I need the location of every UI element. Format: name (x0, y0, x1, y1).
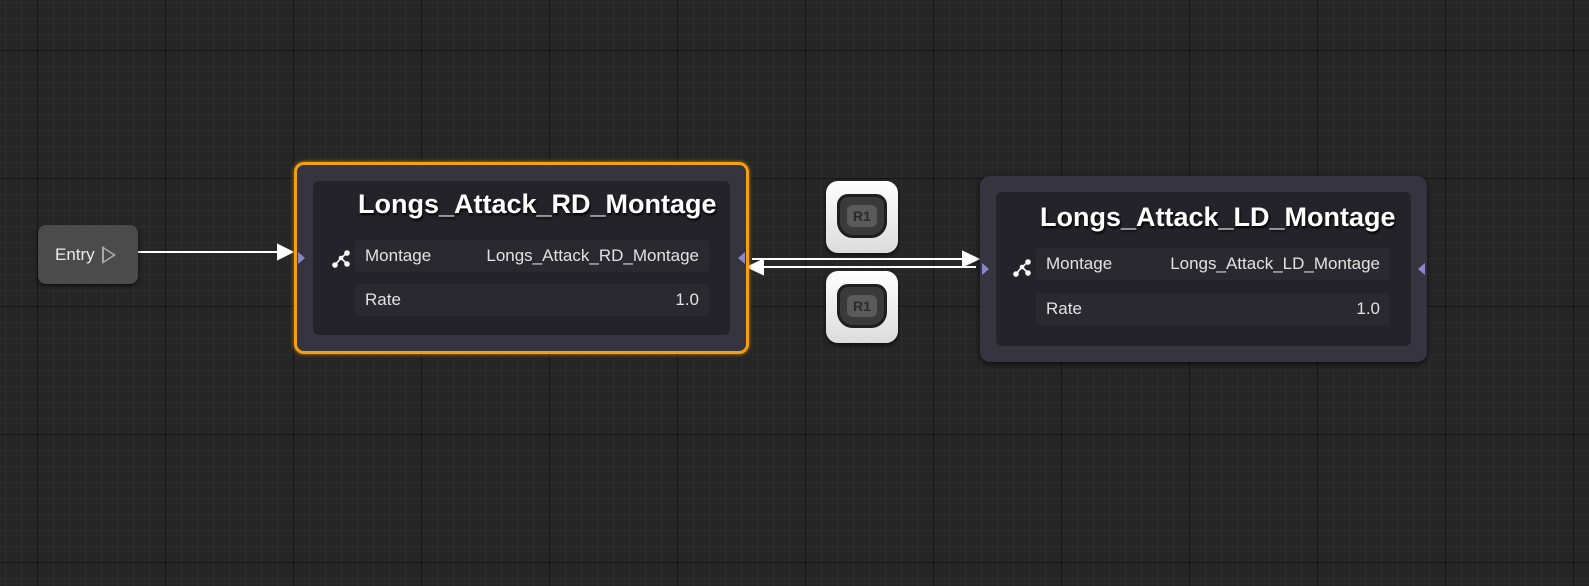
r1-button-icon: R1 (837, 284, 887, 328)
entry-node[interactable]: Entry (38, 225, 138, 284)
rate-value: 1.0 (1356, 299, 1380, 318)
animation-montage-icon (332, 250, 350, 268)
montage-property-row[interactable]: Montage Longs_Attack_RD_Montage (355, 240, 709, 272)
montage-label: Montage (1046, 254, 1113, 273)
montage-value: Longs_Attack_LD_Montage (1170, 254, 1380, 273)
output-pin-icon[interactable] (1418, 263, 1425, 275)
state-title: Longs_Attack_LD_Montage (1040, 202, 1396, 232)
montage-value: Longs_Attack_RD_Montage (486, 246, 699, 265)
input-pin-icon[interactable] (982, 263, 989, 275)
input-pin-icon[interactable] (298, 252, 305, 264)
state-title: Longs_Attack_RD_Montage (358, 189, 717, 219)
rate-property-row[interactable]: Rate 1.0 (1036, 293, 1390, 325)
entry-edge (138, 243, 295, 261)
rate-property-row[interactable]: Rate 1.0 (355, 284, 709, 316)
exec-pin-icon[interactable] (101, 245, 116, 264)
transition-edge-rd-to-ld (752, 250, 981, 268)
transition-rule-rd-to-ld[interactable]: R1 (826, 181, 898, 253)
r1-button-icon: R1 (837, 194, 887, 238)
output-pin-icon[interactable] (738, 252, 745, 264)
rate-label: Rate (365, 290, 401, 309)
animation-montage-icon (1013, 259, 1031, 277)
r1-label: R1 (847, 205, 877, 227)
rate-value: 1.0 (675, 290, 699, 309)
r1-label: R1 (847, 295, 877, 317)
state-node-ld-montage[interactable]: Longs_Attack_LD_Montage Montage Longs_At… (980, 176, 1427, 362)
state-node-rd-montage[interactable]: Longs_Attack_RD_Montage Montage Longs_At… (294, 162, 749, 354)
montage-label: Montage (365, 246, 432, 265)
entry-label: Entry (55, 244, 95, 264)
rate-label: Rate (1046, 299, 1082, 318)
transition-rule-ld-to-rd[interactable]: R1 (826, 271, 898, 343)
montage-property-row[interactable]: Montage Longs_Attack_LD_Montage (1036, 248, 1390, 280)
